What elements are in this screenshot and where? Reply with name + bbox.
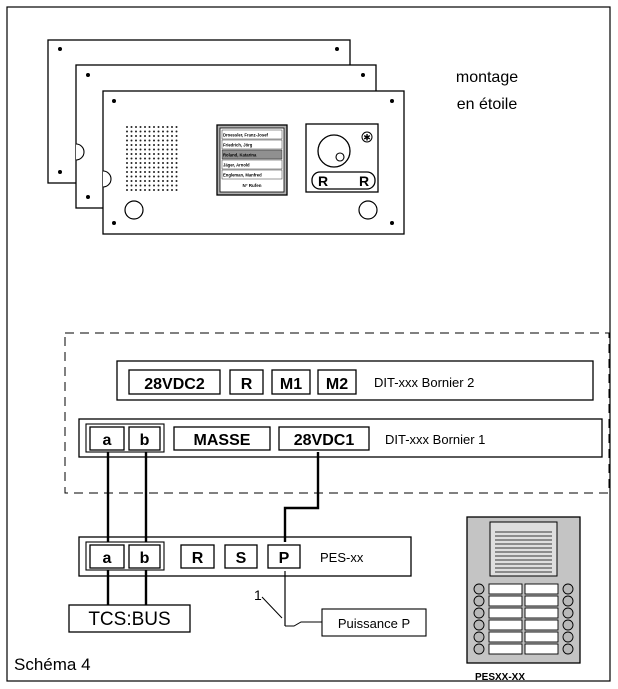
terminal-label: a (103, 550, 112, 567)
terminal-label: M1 (280, 376, 302, 393)
terminal-label: M2 (326, 376, 348, 393)
terminal-box (271, 369, 311, 395)
camera-lens (317, 134, 351, 168)
device-name-button (488, 619, 523, 631)
bornier1-label: DIT-xxx Bornier 1 (385, 432, 485, 447)
device-round-button (562, 607, 574, 619)
speaker-letter-left: R (318, 173, 328, 189)
star-icon: ✱ (363, 133, 371, 143)
speaker-letter-right: R (359, 173, 369, 189)
terminal-box (278, 426, 370, 451)
device-round-button (473, 631, 485, 643)
terminal-label: 28VDC2 (144, 376, 205, 393)
device-name-button (524, 619, 559, 631)
power-label: Puissance P (338, 616, 410, 631)
name-entry: Engleman, Manfred (223, 173, 262, 178)
montage-label-line1: montage (456, 69, 518, 86)
terminal-label: a (103, 432, 112, 449)
wiring (106, 452, 320, 606)
device-round-button (562, 619, 574, 631)
speaker-grille (126, 126, 178, 191)
speaker-bar (311, 171, 376, 190)
terminal-label: S (236, 550, 247, 567)
device-grille (489, 521, 558, 577)
terminal-label: 28VDC1 (294, 432, 355, 449)
terminal-box (229, 369, 264, 395)
name-entry: Friedrich, Jörg (223, 143, 253, 148)
device-button-grid (473, 583, 574, 655)
device-round-button (473, 619, 485, 631)
tcs-bus-label: TCS:BUS (88, 609, 170, 630)
dit-enclosure (64, 332, 610, 494)
pes-device: PESXX-XX (466, 516, 581, 683)
schema-caption: Schéma 4 (14, 655, 91, 674)
device-round-button (562, 643, 574, 655)
terminal-box (128, 544, 161, 569)
terminal-box (224, 544, 258, 569)
name-row (221, 149, 283, 160)
power-box (321, 608, 427, 637)
terminal-box (128, 369, 221, 395)
device-round-button (473, 643, 485, 655)
name-entry: Jäger, Arnold (223, 163, 250, 168)
bornier2-label: DIT-xxx Bornier 2 (374, 375, 474, 390)
device-round-button (562, 595, 574, 607)
name-row (221, 129, 283, 140)
power-number: 1 (254, 587, 262, 603)
terminal-box (317, 369, 357, 395)
name-entry: Droessler, Franz-Josef (223, 133, 269, 138)
terminal-box (128, 426, 161, 451)
montage-label-line2: en étoile (457, 96, 518, 113)
device-name-button (488, 643, 523, 655)
tcs-bus-box (68, 604, 191, 633)
device-round-button (473, 607, 485, 619)
device-name-button (524, 595, 559, 607)
terminal-label: b (140, 550, 150, 567)
device-round-button (562, 583, 574, 595)
power-leader (285, 621, 322, 627)
page-border (6, 6, 611, 682)
terminal-box (180, 544, 215, 569)
name-row (221, 169, 283, 180)
terminal-label: R (241, 376, 253, 393)
device-name-button (488, 583, 523, 595)
panel-screws (58, 47, 394, 225)
name-row (221, 159, 283, 170)
terminal-box (267, 544, 301, 569)
pes-label: PES-xx (320, 550, 364, 565)
device-name-button (488, 595, 523, 607)
terminal-label: b (140, 432, 150, 449)
terminal-label: MASSE (194, 432, 251, 449)
mount-hole (124, 200, 144, 220)
name-footer: N° Rufen (242, 183, 261, 188)
device-name-button (488, 631, 523, 643)
power-pointer (261, 596, 283, 619)
device-round-button (562, 631, 574, 643)
terminal-box (89, 544, 125, 569)
device-name-button (524, 583, 559, 595)
terminal-label: P (279, 550, 290, 567)
device-name-button (524, 607, 559, 619)
device-round-button (473, 595, 485, 607)
device-name-button (524, 643, 559, 655)
device-round-button (473, 583, 485, 595)
device-name-button (524, 631, 559, 643)
mount-hole (358, 200, 378, 220)
name-row (221, 139, 283, 150)
wire-power (283, 452, 320, 542)
terminal-box (89, 426, 125, 451)
terminal-label: R (192, 550, 204, 567)
device-label: PESXX-XX (475, 672, 525, 683)
bornier2-terminals: 28VDC2 R M1 M2 (128, 369, 357, 395)
terminal-box (173, 426, 271, 451)
bornier1-terminals: a b MASSE 28VDC1 (89, 426, 370, 451)
device-name-button (488, 607, 523, 619)
name-entry: Roland, Katarina (223, 153, 257, 158)
